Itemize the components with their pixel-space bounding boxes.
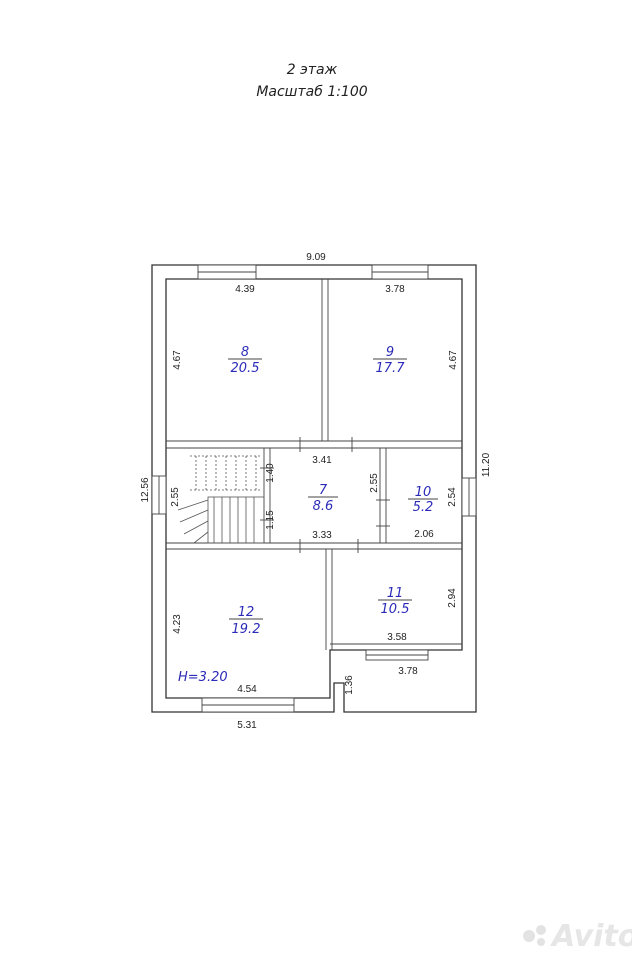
dim-overall-right: 11.20 (481, 452, 492, 477)
floor-title: 2 этаж (287, 62, 338, 78)
room-12-area: 19.2 (232, 622, 261, 637)
watermark-text: Avito (550, 919, 632, 954)
avito-watermark: Avito (523, 919, 632, 954)
room-8-area: 20.5 (231, 361, 260, 376)
dim-hall-upper: 1.40 (265, 463, 276, 483)
room-11-area: 10.5 (381, 602, 410, 617)
room-12-number: 12 (238, 605, 255, 620)
dim-r8-width: 4.39 (235, 284, 255, 295)
room-7-label: 7 8.6 (308, 483, 338, 514)
dim-overall-width: 9.09 (306, 252, 326, 263)
dim-r10-height-right: 2.54 (447, 487, 458, 507)
room-11-label: 11 10.5 (378, 586, 412, 617)
room-9-number: 9 (386, 345, 394, 360)
exterior-wall-inner (165, 278, 463, 699)
room-8-label: 8 20.5 (228, 345, 262, 376)
dim-bottom-width: 5.31 (237, 720, 257, 731)
room-7-area: 8.6 (313, 499, 334, 514)
dim-hall-bottom: 3.33 (312, 530, 332, 541)
scale-title: Масштаб 1:100 (256, 84, 367, 100)
room-10-label: 10 5.2 (408, 485, 438, 515)
room-10-number: 10 (415, 485, 432, 500)
room-8-number: 8 (241, 345, 249, 360)
dim-r9-height: 4.67 (448, 350, 459, 370)
room-9-label: 9 17.7 (373, 345, 407, 376)
staircase (177, 455, 265, 544)
dim-r12-height: 4.23 (172, 614, 183, 634)
dim-r9-width: 3.78 (385, 284, 405, 295)
dimension-labels: 9.09 4.39 4.67 3.78 4.67 12.56 11.20 2.5… (140, 252, 492, 731)
door-marks (260, 437, 390, 553)
room-9-area: 17.7 (376, 361, 406, 376)
room-7-number: 7 (319, 483, 328, 498)
dim-r10-width: 2.06 (414, 529, 434, 540)
dim-r12-width: 4.54 (237, 684, 257, 695)
dim-r11-outer: 3.78 (398, 666, 418, 677)
dim-step-depth: 1.36 (344, 675, 355, 695)
dim-hall-lower: 1.15 (265, 510, 276, 530)
dim-overall-left: 12.56 (140, 477, 151, 502)
dim-r8-height: 4.67 (172, 350, 183, 370)
ceiling-height-note: H=3.20 (178, 670, 228, 685)
dim-r11-height: 2.94 (447, 588, 458, 608)
room-12-label: 12 19.2 (229, 605, 263, 637)
dim-stair-height: 2.55 (170, 487, 181, 507)
dim-r10-height-left: 2.55 (369, 473, 380, 493)
watermark-dot-icon (523, 930, 535, 942)
dim-hall-top: 3.41 (312, 455, 332, 466)
room-11-number: 11 (387, 586, 404, 601)
dim-r11-width: 3.58 (387, 632, 407, 643)
room-10-area: 5.2 (413, 500, 434, 515)
